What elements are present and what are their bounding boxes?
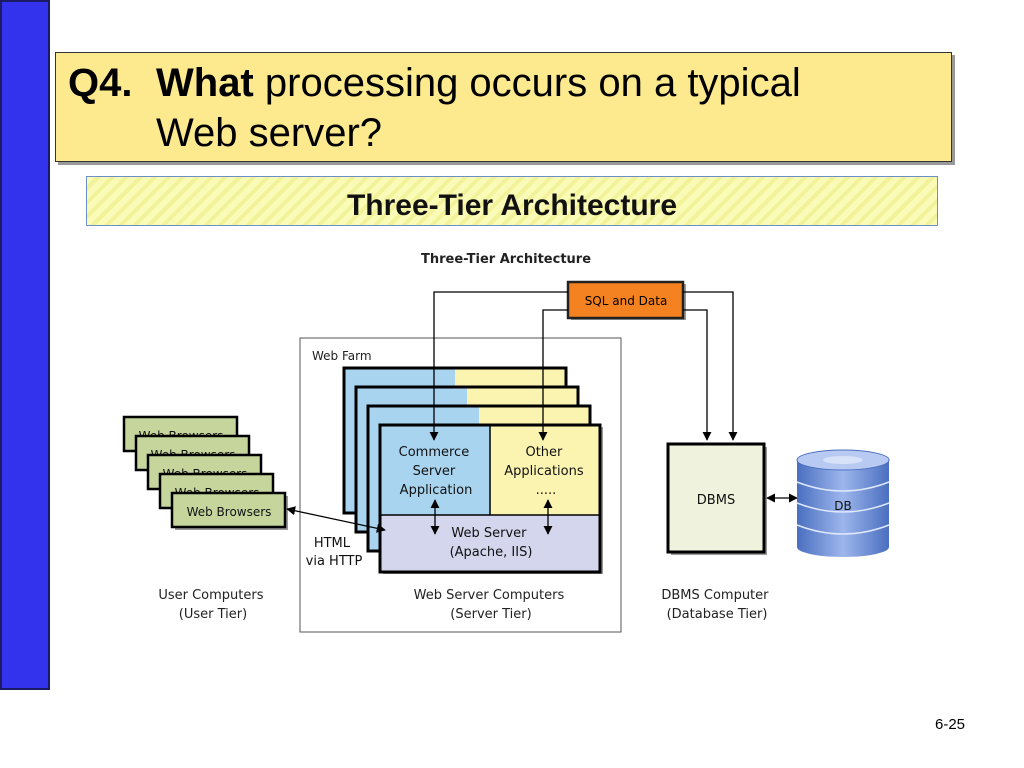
section-banner: Three-Tier Architecture <box>86 176 938 226</box>
html-line-1: HTML <box>314 536 351 551</box>
sql-data-box <box>566 280 685 320</box>
side-accent-bar <box>0 0 50 690</box>
database-tier-line-1: DBMS Computer <box>661 588 769 603</box>
sql-data-label: SQL and Data <box>585 294 668 308</box>
web-browsers-stack: Web Browsers Web Browsers Web Browsers W… <box>122 415 288 530</box>
webserver-line-1: Web Server <box>451 526 527 541</box>
other-apps-label: Other Applications ..... <box>504 445 588 498</box>
sql-to-dbms-line-outer <box>683 291 738 441</box>
question-line-2: Web server? <box>156 111 383 155</box>
sql-to-dbms-line-inner <box>683 309 712 441</box>
page-number: 6-25 <box>935 716 966 733</box>
browser-label-5: Web Browsers <box>187 505 272 519</box>
sql-to-commerce-line <box>429 291 568 441</box>
commerce-app-label: Commerce Server Application <box>399 445 474 498</box>
web-farm-frame <box>299 337 622 633</box>
other-line-3: ..... <box>536 483 557 498</box>
database-tier-label: DBMS Computer (Database Tier) <box>661 588 772 622</box>
db-label: DB <box>834 499 851 513</box>
server-tier-label: Web Server Computers (Server Tier) <box>414 588 569 622</box>
user-tier-line-2: (User Tier) <box>179 607 247 622</box>
commerce-line-2: Server <box>413 464 456 479</box>
web-farm-label: Web Farm <box>312 349 372 363</box>
commerce-line-1: Commerce <box>399 445 470 460</box>
question-line-1: What processing occurs on a typical <box>156 61 801 106</box>
slide-title-box: Q4. What processing occurs on a typical … <box>55 52 952 162</box>
server-tier-line-2: (Server Tier) <box>450 607 531 622</box>
other-line-2: Applications <box>504 464 584 479</box>
user-tier-label: User Computers (User Tier) <box>158 588 267 622</box>
webserver-line-2: (Apache, IIS) <box>450 545 533 560</box>
diagram-title: Three-Tier Architecture <box>421 252 591 267</box>
database-cylinder <box>796 449 890 557</box>
question-line-1-rest: processing occurs on a typical <box>253 61 801 105</box>
question-number: Q4. <box>68 61 133 105</box>
banner-title: Three-Tier Architecture <box>346 189 678 222</box>
server-tier-line-1: Web Server Computers <box>414 588 565 603</box>
http-arrow <box>286 506 386 533</box>
web-server-label: Web Server (Apache, IIS) <box>450 526 533 560</box>
question-bold-word: What <box>156 61 254 105</box>
server-card-front <box>378 423 603 574</box>
dbms-label: DBMS <box>697 493 735 508</box>
html-line-2: via HTTP <box>306 554 363 569</box>
other-line-1: Other <box>525 445 563 460</box>
dbms-box <box>666 442 766 554</box>
database-tier-line-2: (Database Tier) <box>667 607 768 622</box>
html-http-label: HTML via HTTP <box>306 536 363 569</box>
sql-to-other-line <box>538 309 568 441</box>
commerce-line-3: Application <box>400 483 473 498</box>
user-tier-line-1: User Computers <box>158 588 263 603</box>
